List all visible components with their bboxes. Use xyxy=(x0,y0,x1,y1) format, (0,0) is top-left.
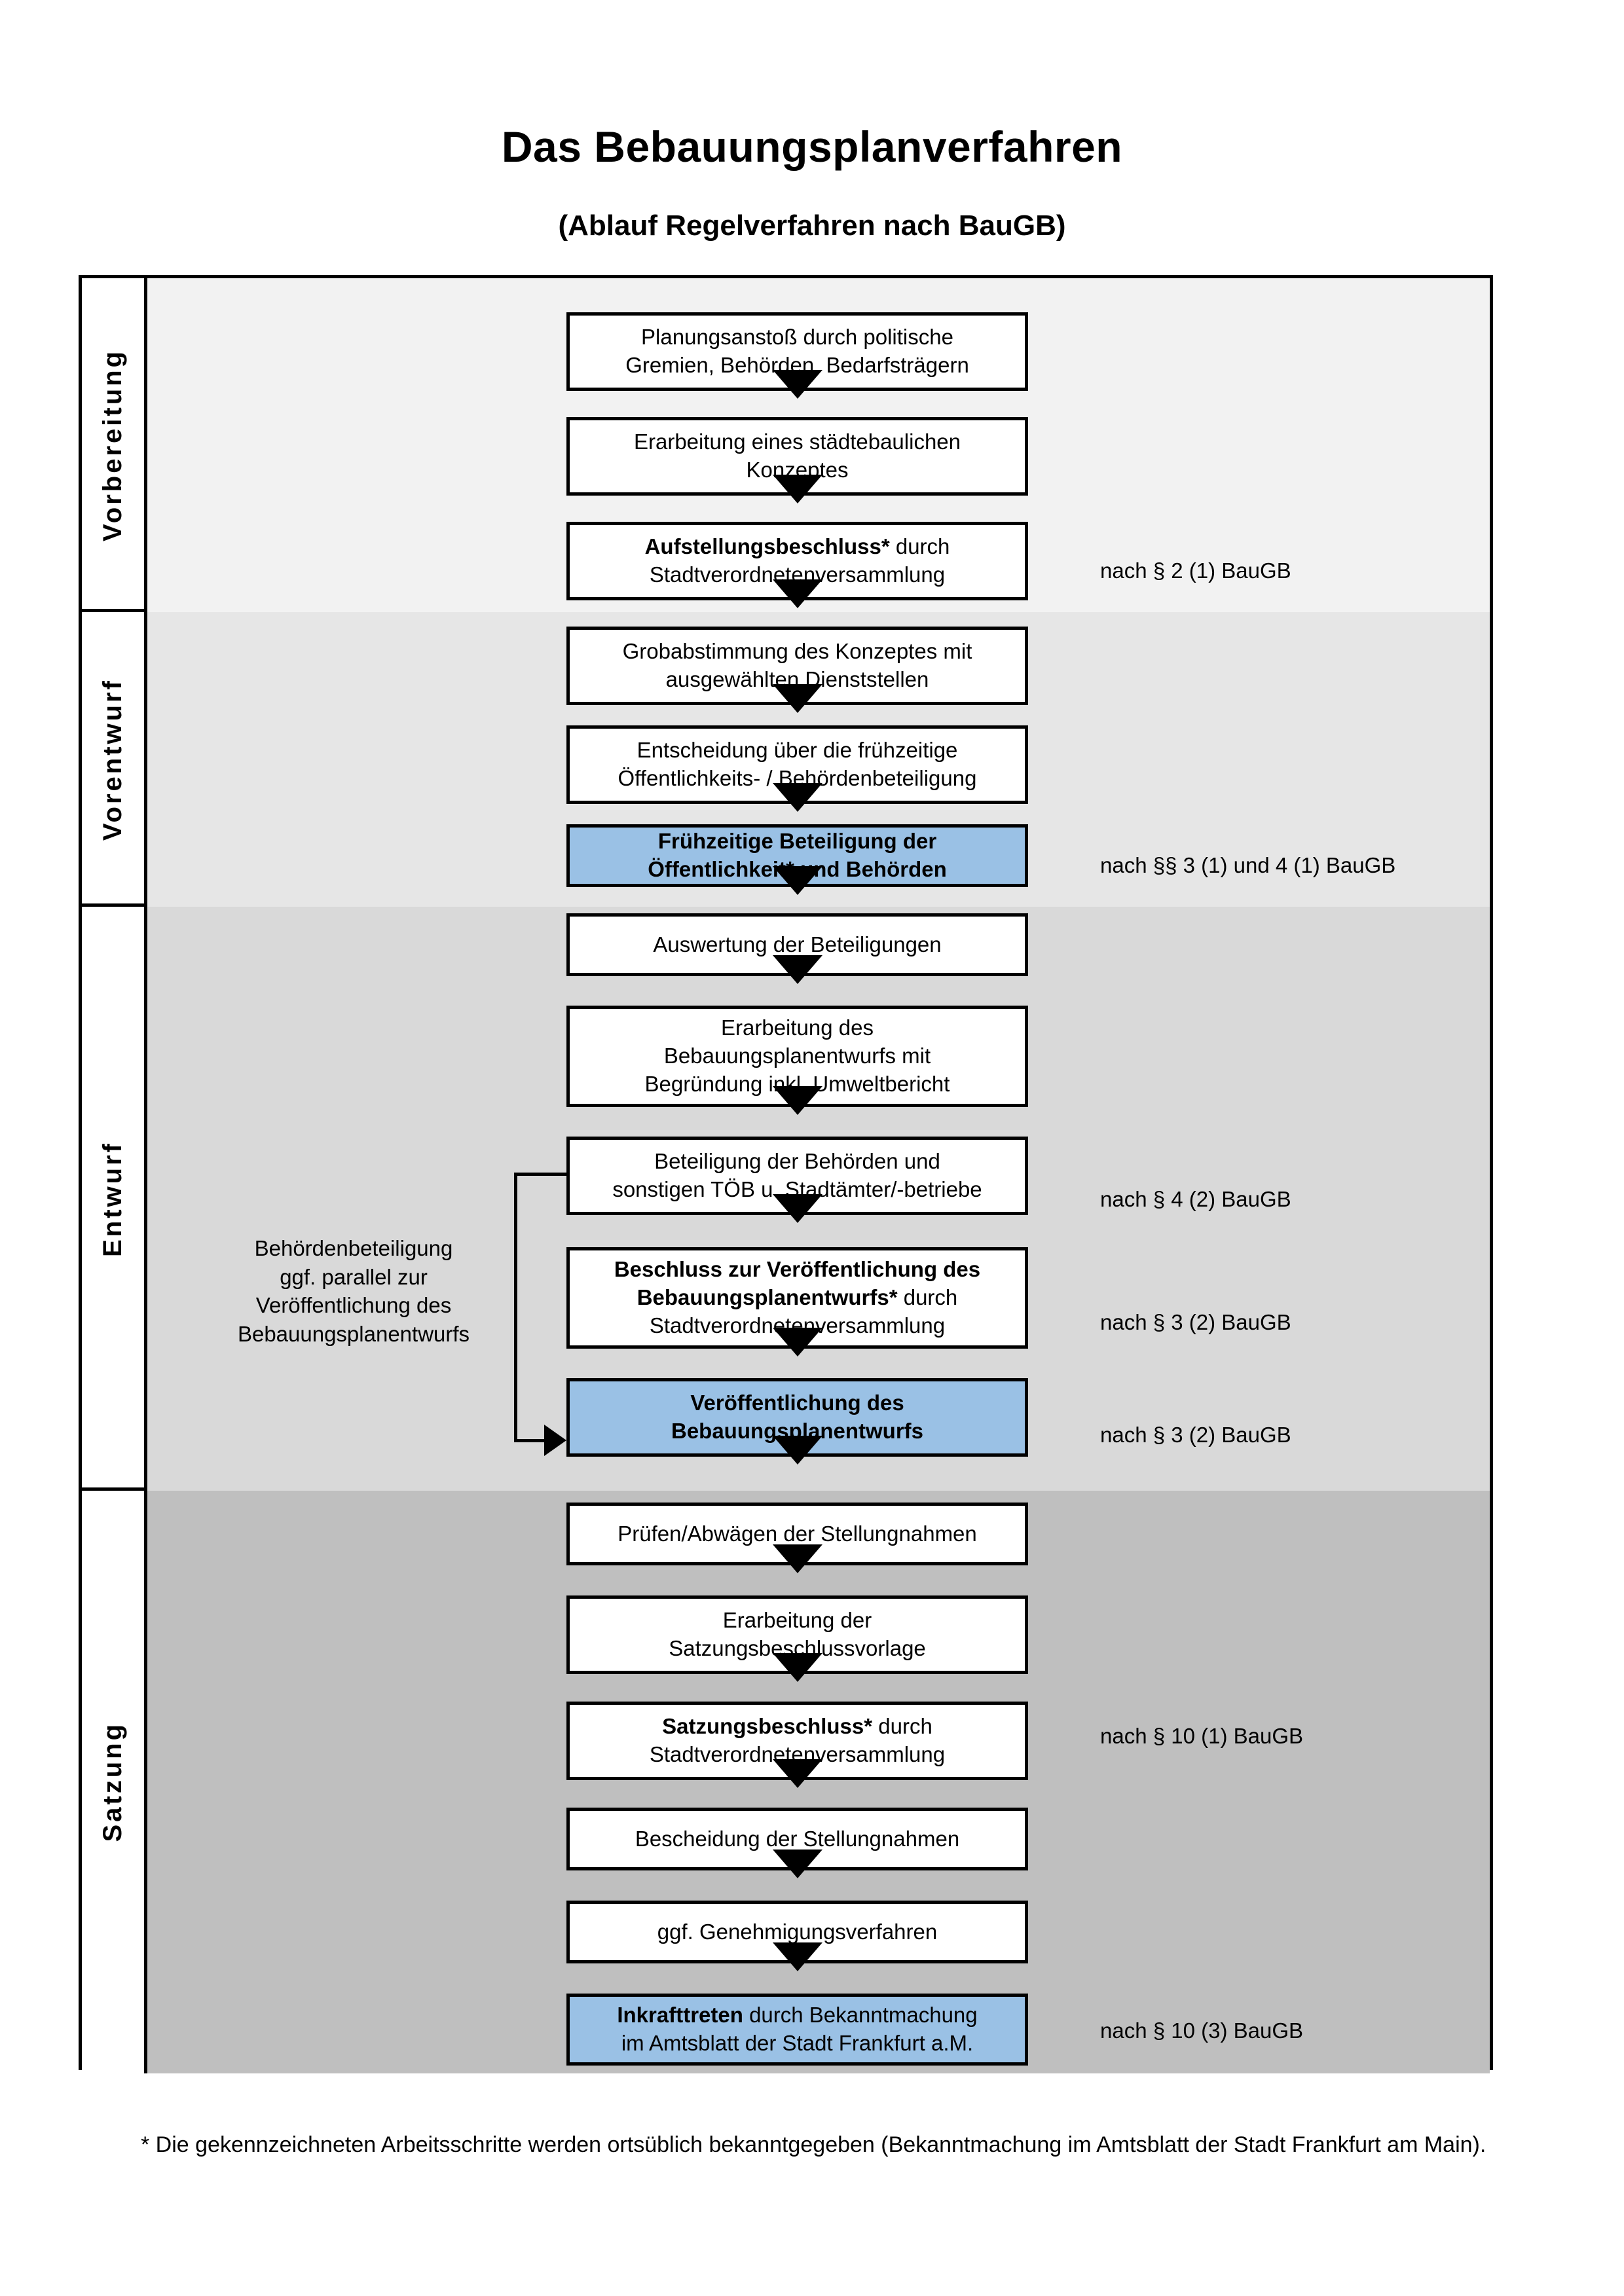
side-note-line: Veröffentlichung des xyxy=(255,1293,452,1318)
flow-arrow-down-icon xyxy=(772,955,822,984)
ref-veroeffentlichung: nach § 3 (2) BauGB xyxy=(1100,1423,1291,1447)
process-step-line: Bescheidung der Stellungnahmen xyxy=(635,1826,960,1851)
flow-arrow-down-icon xyxy=(772,1759,822,1788)
feedback-connector-bottom-segment xyxy=(514,1439,544,1442)
phase-label-text: Vorbereitung xyxy=(98,349,127,541)
flow-arrow-down-icon xyxy=(772,866,822,895)
process-step-line: im Amtsblatt der Stadt Frankfurt a.M. xyxy=(621,2031,974,2055)
process-step-line: Frühzeitige Beteiligung der xyxy=(657,829,937,854)
process-step-line: Erarbeitung des xyxy=(721,1015,874,1040)
ref-inkrafttreten: nach § 10 (3) BauGB xyxy=(1100,2018,1304,2043)
ref-aufstellungsbeschluss: nach § 2 (1) BauGB xyxy=(1100,558,1291,583)
feedback-connector-vertical xyxy=(514,1173,517,1439)
process-step-text: Auswertung der Beteiligungen xyxy=(653,931,941,959)
side-note-line: Behördenbeteiligung xyxy=(254,1236,453,1260)
flow-arrow-down-icon xyxy=(772,1653,822,1682)
page-title: Das Bebauungsplanverfahren xyxy=(501,122,1123,171)
ref-satzungsbeschluss: nach § 10 (1) BauGB xyxy=(1100,1724,1304,1748)
phase-label-vorbereitung[interactable]: Vorbereitung xyxy=(82,278,147,612)
flow-arrow-down-icon xyxy=(772,1942,822,1971)
process-step-line: Auswertung der Beteiligungen xyxy=(653,932,942,957)
process-step-text: Inkrafttreten durch Bekanntmachung im Amt… xyxy=(617,2001,977,2058)
process-step-line: Erarbeitung der xyxy=(722,1608,872,1633)
process-step-line: Veröffentlichung des xyxy=(690,1391,904,1415)
flow-arrow-down-icon xyxy=(772,475,822,503)
process-step-inkrafttreten[interactable]: Inkrafttreten durch Bekanntmachung im Amt… xyxy=(566,1994,1028,2066)
process-step-text: Prüfen/Abwägen der Stellungnahmen xyxy=(618,1520,977,1548)
process-step-auswertung-beteiligungen[interactable]: Auswertung der Beteiligungen xyxy=(566,913,1028,976)
flow-arrow-down-icon xyxy=(772,1544,822,1573)
flow-arrow-down-icon xyxy=(772,370,822,399)
phase-label-text: Entwurf xyxy=(98,1140,127,1257)
flow-arrow-down-icon xyxy=(772,1086,822,1115)
side-note-line: ggf. parallel zur xyxy=(280,1264,428,1289)
feedback-connector-arrowhead-icon xyxy=(544,1425,566,1456)
process-step-line: Inkrafttreten durch Bekanntmachung xyxy=(617,2003,978,2028)
process-step-line: ggf. Genehmigungsverfahren xyxy=(657,1919,938,1944)
process-step-line: Beteiligung der Behörden und xyxy=(654,1149,940,1174)
ref-fruehzeitige-beteiligung: nach §§ 3 (1) und 4 (1) BauGB xyxy=(1100,853,1396,877)
process-step-text: Bescheidung der Stellungnahmen xyxy=(635,1825,959,1853)
phase-label-text: Satzung xyxy=(98,1722,127,1842)
phase-label-entwurf[interactable]: Entwurf xyxy=(82,903,147,1491)
process-step-line: Satzungsbeschluss* durch xyxy=(662,1714,932,1739)
process-step-line: Bebauungsplanentwurfs mit xyxy=(663,1044,931,1068)
process-step-line: Entscheidung über die frühzeitige xyxy=(637,738,958,763)
process-step-line: Erarbeitung eines städtebaulichen xyxy=(633,429,961,454)
process-step-line: Beschluss zur Veröffentlichung des xyxy=(614,1257,981,1282)
side-note-line: Bebauungsplanentwurfs xyxy=(237,1321,470,1346)
process-step-line: Prüfen/Abwägen der Stellungnahmen xyxy=(618,1521,977,1546)
footnote: * Die gekennzeichneten Arbeitsschritte w… xyxy=(141,2132,1486,2157)
flow-arrow-down-icon xyxy=(772,684,822,713)
flow-arrow-down-icon xyxy=(772,1436,822,1465)
process-step-line: Grobabstimmung des Konzeptes mit xyxy=(622,639,972,664)
process-step-line: Bebauungsplanentwurfs* durch xyxy=(637,1285,958,1310)
flow-arrow-down-icon xyxy=(772,579,822,608)
flow-arrow-down-icon xyxy=(772,1850,822,1878)
process-step-text: ggf. Genehmigungsverfahren xyxy=(657,1918,937,1946)
phase-label-vorentwurf[interactable]: Vorentwurf xyxy=(82,609,147,907)
phase-label-text: Vorentwurf xyxy=(98,678,127,841)
feedback-connector-top-segment xyxy=(514,1173,566,1176)
process-step-line: Planungsanstoß durch politische xyxy=(641,325,953,350)
flow-arrow-down-icon xyxy=(772,1194,822,1223)
ref-behoerdenbeteiligung: nach § 4 (2) BauGB xyxy=(1100,1187,1291,1211)
process-step-line: Aufstellungsbeschluss* durch xyxy=(644,534,950,559)
ref-beschluss-veroeffentlichung: nach § 3 (2) BauGB xyxy=(1100,1310,1291,1334)
page-subtitle: (Ablauf Regelverfahren nach BauGB) xyxy=(558,210,1066,242)
phase-label-satzung[interactable]: Satzung xyxy=(82,1487,147,2073)
flow-arrow-down-icon xyxy=(772,1328,822,1357)
flow-arrow-down-icon xyxy=(772,783,822,812)
